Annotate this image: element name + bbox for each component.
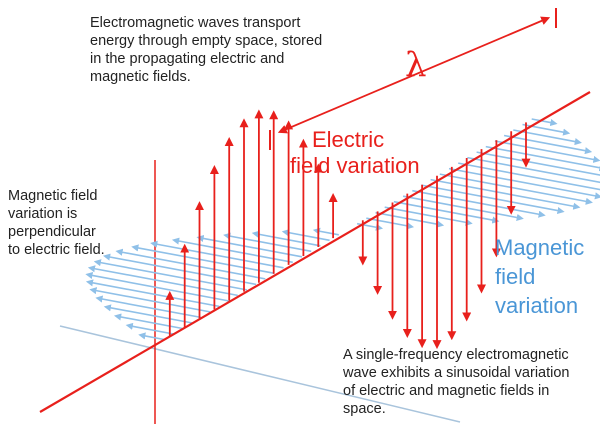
bottom-note-line: of electric and magnetic fields in — [343, 383, 550, 399]
magnetic-field-arrow — [448, 167, 600, 200]
magnetic-field-arrow — [87, 265, 238, 297]
intro-line: in the propagating electric and — [90, 51, 285, 67]
horizontal-axis — [59, 325, 461, 423]
magnetic-field-arrow — [196, 234, 303, 258]
magnetic-field-arrow — [312, 227, 339, 236]
magnetic-field-arrow — [281, 229, 330, 242]
magnetic-field-arrow — [150, 240, 284, 269]
electric-field-vectors — [165, 109, 531, 350]
wavelength-arrow — [277, 16, 551, 134]
magnetic-field-vectors — [85, 118, 600, 341]
magnetic-note-line: variation is — [8, 206, 78, 222]
magnetic-field-label: Magnetic field variation — [495, 233, 584, 320]
magnetic-field-arrow — [223, 232, 312, 253]
magnetic-field-arrow — [125, 322, 174, 335]
magnetic-field-arrow — [366, 217, 415, 230]
intro-line: magnetic fields. — [90, 69, 191, 85]
propagation-axis — [39, 91, 591, 413]
sinusoidal-note: A single-frequency electromagnetic wave … — [343, 346, 600, 418]
electric-field-label: Electric field variation — [290, 127, 420, 179]
intro-note: Electromagnetic waves transport energy t… — [90, 14, 390, 86]
magnetic-label-line: field — [495, 264, 536, 289]
intro-line: energy through empty space, stored — [90, 33, 323, 49]
magnetic-label-line: variation — [495, 293, 579, 318]
magnetic-field-arrow — [113, 313, 183, 330]
bottom-note-line: A single-frequency electromagnetic — [343, 347, 569, 363]
magnetic-field-arrow — [85, 271, 229, 302]
magnetic-field-arrow — [102, 253, 257, 286]
magnetic-field-arrow — [138, 332, 165, 341]
bottom-note-line: space. — [343, 401, 386, 417]
magnetic-field-arrow — [476, 151, 600, 176]
magnetic-field-arrow — [93, 259, 248, 291]
magnetic-field-arrow — [458, 162, 600, 191]
magnetic-note-line: perpendicular — [8, 224, 96, 240]
magnetic-field-arrow — [467, 156, 600, 184]
wavelength-symbol: λ — [405, 45, 427, 85]
intro-line: Electromagnetic waves transport — [90, 15, 301, 31]
magnetic-field-arrow — [439, 173, 593, 205]
bottom-note-line: wave exhibits a sinusoidal variation — [343, 365, 570, 381]
magnetic-field-arrow — [412, 189, 546, 218]
magnetic-field-arrow — [384, 206, 473, 226]
magnetic-note-line: to electric field. — [8, 242, 105, 258]
magnetic-field-arrow — [85, 279, 220, 308]
wavelength-indicator — [269, 8, 557, 150]
magnetic-perpendicular-note: Magnetic field variation is perpendicula… — [8, 187, 138, 259]
magnetic-label-line: Magnetic — [495, 235, 585, 260]
electric-label-line: Electric — [312, 127, 385, 152]
magnetic-note-line: Magnetic field — [8, 188, 98, 204]
magnetic-field-arrow — [115, 248, 266, 280]
magnetic-field-arrow — [393, 200, 500, 224]
magnetic-field-arrow — [430, 178, 581, 210]
magnetic-field-arrow — [421, 184, 565, 215]
electric-label-line: field variation — [290, 153, 420, 178]
magnetic-field-arrow — [485, 145, 600, 172]
magnetic-field-arrow — [89, 287, 211, 313]
magnetic-field-arrow — [103, 304, 192, 324]
magnetic-field-arrow — [503, 134, 593, 155]
magnetic-field-arrow — [131, 244, 275, 275]
